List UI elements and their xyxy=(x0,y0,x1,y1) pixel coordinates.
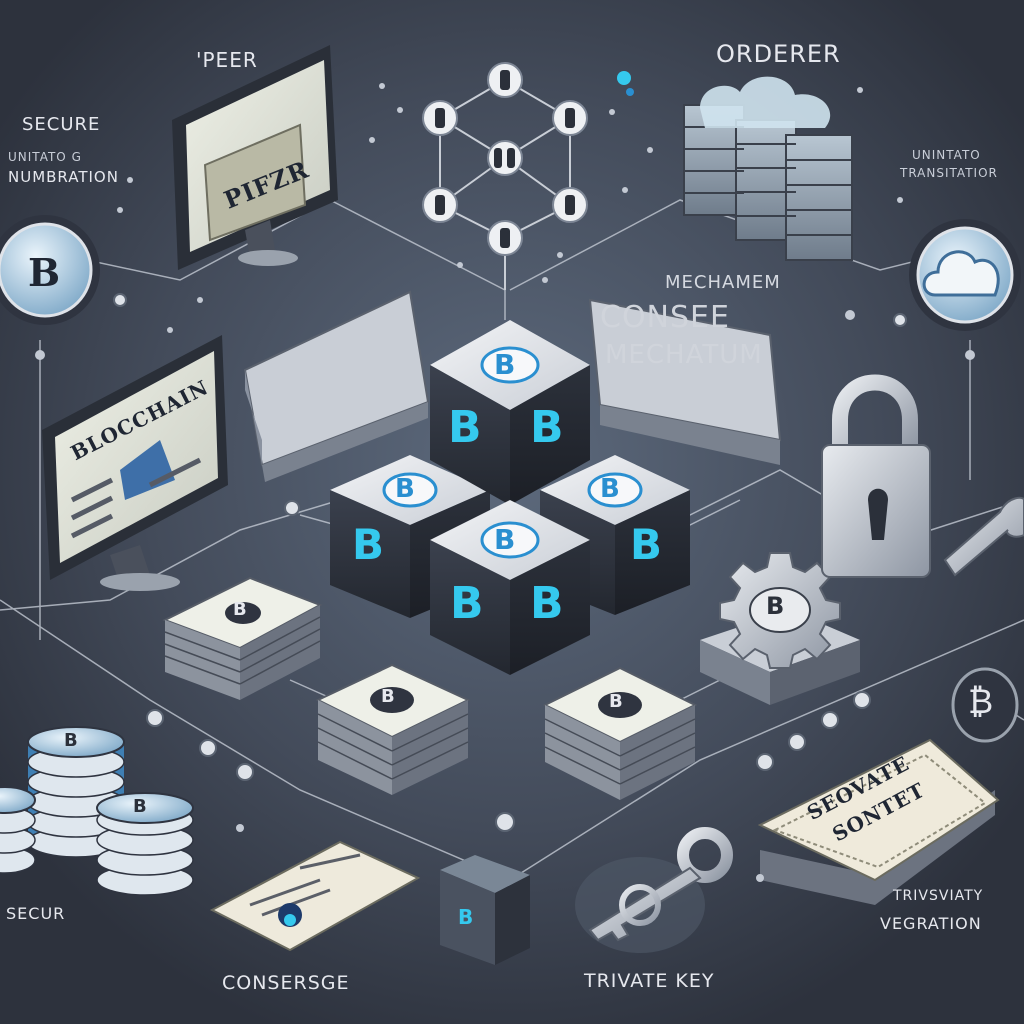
block-left-letter-top: B xyxy=(395,474,416,504)
coin-left-letter: B xyxy=(64,730,79,751)
block-front-letter-top: B xyxy=(494,523,517,556)
ledger-left-letter: B xyxy=(233,599,248,620)
block-front-letter-right: B xyxy=(530,578,565,629)
gear-icon xyxy=(719,552,841,669)
block-top-letter-right: B xyxy=(530,402,565,453)
coin-center-letter: B xyxy=(133,796,148,817)
accent-dot xyxy=(284,914,296,926)
mechanism-label: MECHAMEM xyxy=(665,272,781,293)
decorative-dots xyxy=(35,83,975,882)
consensus-slab-left xyxy=(243,290,430,482)
block-right-letter-face: B xyxy=(630,520,664,569)
small-block xyxy=(440,855,530,965)
block-right-letter-top: B xyxy=(600,474,621,504)
ledger-center-left-letter: B xyxy=(381,686,396,707)
secure-sub-label-2: NUMBRATION xyxy=(8,168,119,186)
central-blocks xyxy=(330,320,690,675)
token-left-letter: B xyxy=(28,250,62,295)
peer-monitor xyxy=(172,45,338,270)
right-bottom-label-2: VEGRATION xyxy=(880,914,982,933)
block-top-letter-left: B xyxy=(448,402,483,453)
right-sub-label-1: UNINTATO xyxy=(912,148,981,162)
block-top xyxy=(430,320,590,505)
small-block-letter: B xyxy=(458,905,475,929)
key-icon xyxy=(575,827,733,953)
consensus-label-1: CONSEE xyxy=(600,300,730,335)
ledger-stack-center-left xyxy=(315,663,471,795)
token-icon-left xyxy=(0,215,100,325)
accent-dot xyxy=(626,88,634,96)
cloud-icon xyxy=(909,219,1021,331)
coin-stack-center xyxy=(96,792,194,896)
ledger-center-right-letter: B xyxy=(609,691,624,712)
private-card-stack xyxy=(757,738,1000,905)
right-sub-label-2: TRANSITATIOR xyxy=(900,166,998,180)
right-bottom-label-1: TRIVSVIATY xyxy=(893,888,984,904)
bitcoin-icon xyxy=(951,667,1019,743)
padlock-icon xyxy=(821,374,931,578)
network-graph xyxy=(422,62,588,290)
wrench-icon xyxy=(943,496,1024,577)
orderer-label: ORDERER xyxy=(716,40,841,68)
connector-nodes xyxy=(113,293,907,832)
consensus-bottom-label: CONSERSGE xyxy=(222,972,350,994)
consensus-slab-right xyxy=(588,298,782,465)
coin-stack-edge xyxy=(0,786,36,874)
ledger-stack-left xyxy=(162,576,323,700)
consensus-label-2: MECHATUM xyxy=(605,340,763,370)
secure-top-label: SECURE xyxy=(22,114,101,135)
peer-label: 'PEER xyxy=(196,48,258,72)
orderer-servers xyxy=(683,76,853,261)
ledger-stack-center-right xyxy=(542,666,698,800)
block-left-letter-face: B xyxy=(352,520,386,569)
bitcoin-symbol: ₿ xyxy=(968,682,995,722)
accent-dot xyxy=(617,71,631,85)
private-key-label: TRIVATE KEY xyxy=(584,970,715,992)
blockchain-monitor xyxy=(42,335,228,591)
secure-bottom-label: SECUR xyxy=(6,904,66,923)
block-top-letter-top: B xyxy=(494,348,517,381)
secure-sub-label-1: UNITATO G xyxy=(8,150,82,164)
gear-letter: B xyxy=(766,592,786,620)
block-front-letter-left: B xyxy=(450,578,485,629)
